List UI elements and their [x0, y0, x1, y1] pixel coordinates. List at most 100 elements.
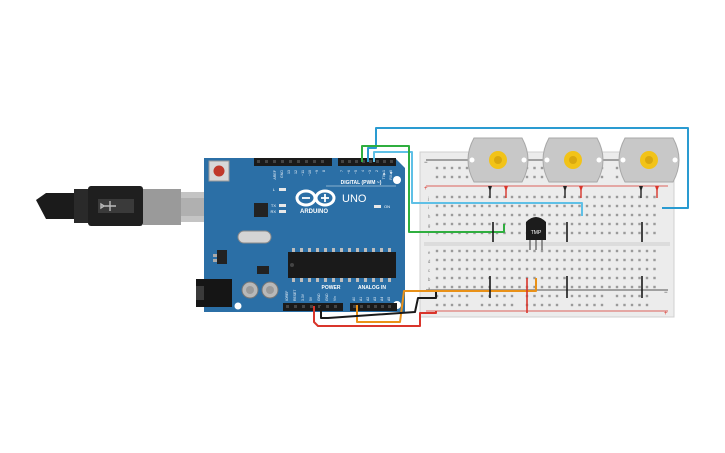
breadboard-hole[interactable]	[593, 258, 596, 262]
breadboard-hole[interactable]	[518, 222, 521, 226]
breadboard-hole[interactable]	[443, 249, 446, 253]
breadboard-hole[interactable]	[630, 294, 634, 298]
breadboard-hole[interactable]	[488, 267, 491, 271]
breadboard-hole[interactable]	[503, 249, 506, 253]
breadboard-hole[interactable]	[503, 303, 506, 307]
breadboard-hole[interactable]	[480, 276, 484, 280]
breadboard-hole[interactable]	[480, 249, 484, 253]
breadboard-hole[interactable]	[600, 231, 604, 235]
breadboard-hole[interactable]	[503, 195, 506, 199]
breadboard-hole[interactable]	[540, 258, 544, 262]
breadboard-hole[interactable]	[585, 213, 589, 217]
breadboard-hole[interactable]	[443, 195, 446, 199]
breadboard-hole[interactable]	[645, 222, 649, 226]
breadboard-hole[interactable]	[443, 213, 446, 217]
breadboard-hole[interactable]	[435, 175, 439, 179]
breadboard-hole[interactable]	[488, 258, 491, 262]
breadboard-hole[interactable]	[563, 213, 566, 217]
breadboard-hole[interactable]	[593, 285, 596, 289]
breadboard-hole[interactable]	[570, 258, 574, 262]
breadboard-hole[interactable]	[480, 204, 484, 208]
breadboard-hole[interactable]	[645, 195, 649, 199]
breadboard-hole[interactable]	[458, 285, 461, 289]
breadboard-hole[interactable]	[503, 258, 506, 262]
breadboard-hole[interactable]	[503, 267, 506, 271]
breadboard-hole[interactable]	[518, 231, 521, 235]
breadboard-hole[interactable]	[615, 175, 619, 179]
breadboard-hole[interactable]	[465, 285, 469, 289]
breadboard-hole[interactable]	[458, 258, 461, 262]
breadboard-hole[interactable]	[653, 285, 656, 289]
analog-header[interactable]	[350, 303, 397, 311]
breadboard-hole[interactable]	[533, 175, 536, 179]
breadboard-hole[interactable]	[600, 249, 604, 253]
breadboard-hole[interactable]	[518, 213, 521, 217]
breadboard-hole[interactable]	[525, 249, 529, 253]
breadboard-hole[interactable]	[638, 249, 641, 253]
breadboard-hole[interactable]	[495, 249, 499, 253]
breadboard-hole[interactable]	[540, 294, 544, 298]
breadboard-hole[interactable]	[653, 249, 656, 253]
breadboard-hole[interactable]	[465, 303, 469, 307]
breadboard-hole[interactable]	[443, 276, 446, 280]
breadboard-hole[interactable]	[450, 175, 454, 179]
breadboard-hole[interactable]	[638, 267, 641, 271]
breadboard-hole[interactable]	[495, 294, 499, 298]
breadboard-hole[interactable]	[450, 249, 454, 253]
breadboard-hole[interactable]	[608, 231, 611, 235]
breadboard-hole[interactable]	[555, 222, 559, 226]
breadboard-hole[interactable]	[458, 294, 461, 298]
breadboard-hole[interactable]	[510, 303, 514, 307]
breadboard-hole[interactable]	[623, 267, 626, 271]
breadboard-hole[interactable]	[450, 195, 454, 199]
breadboard-hole[interactable]	[653, 231, 656, 235]
breadboard-hole[interactable]	[533, 166, 536, 170]
breadboard-hole[interactable]	[533, 267, 536, 271]
breadboard-hole[interactable]	[458, 204, 461, 208]
breadboard-hole[interactable]	[645, 204, 649, 208]
breadboard-hole[interactable]	[510, 285, 514, 289]
breadboard-hole[interactable]	[465, 267, 469, 271]
breadboard-hole[interactable]	[578, 285, 581, 289]
breadboard-hole[interactable]	[533, 258, 536, 262]
wire-red[interactable]	[313, 306, 437, 327]
breadboard-hole[interactable]	[480, 303, 484, 307]
breadboard-hole[interactable]	[600, 204, 604, 208]
breadboard-hole[interactable]	[615, 294, 619, 298]
breadboard-hole[interactable]	[518, 258, 521, 262]
breadboard-hole[interactable]	[435, 285, 439, 289]
breadboard-hole[interactable]	[563, 267, 566, 271]
breadboard-hole[interactable]	[480, 267, 484, 271]
breadboard-hole[interactable]	[548, 249, 551, 253]
breadboard-hole[interactable]	[540, 303, 544, 307]
breadboard-hole[interactable]	[593, 267, 596, 271]
breadboard-hole[interactable]	[435, 276, 439, 280]
breadboard-hole[interactable]	[548, 195, 551, 199]
breadboard-hole[interactable]	[555, 231, 559, 235]
breadboard-hole[interactable]	[638, 258, 641, 262]
breadboard-hole[interactable]	[608, 276, 611, 280]
breadboard-hole[interactable]	[495, 195, 499, 199]
breadboard-hole[interactable]	[623, 204, 626, 208]
breadboard-hole[interactable]	[458, 195, 461, 199]
breadboard-hole[interactable]	[473, 204, 476, 208]
breadboard-hole[interactable]	[533, 213, 536, 217]
breadboard-hole[interactable]	[578, 204, 581, 208]
breadboard-hole[interactable]	[593, 249, 596, 253]
breadboard-hole[interactable]	[443, 222, 446, 226]
breadboard-hole[interactable]	[510, 195, 514, 199]
breadboard-hole[interactable]	[458, 303, 461, 307]
breadboard-hole[interactable]	[585, 204, 589, 208]
breadboard-hole[interactable]	[555, 303, 559, 307]
breadboard-hole[interactable]	[503, 294, 506, 298]
breadboard-hole[interactable]	[563, 231, 566, 235]
breadboard-hole[interactable]	[533, 195, 536, 199]
breadboard-hole[interactable]	[540, 276, 544, 280]
breadboard-hole[interactable]	[593, 276, 596, 280]
breadboard-hole[interactable]	[593, 231, 596, 235]
breadboard-hole[interactable]	[645, 249, 649, 253]
breadboard-hole[interactable]	[495, 285, 499, 289]
breadboard-hole[interactable]	[548, 258, 551, 262]
breadboard-hole[interactable]	[435, 222, 439, 226]
breadboard-hole[interactable]	[533, 249, 536, 253]
